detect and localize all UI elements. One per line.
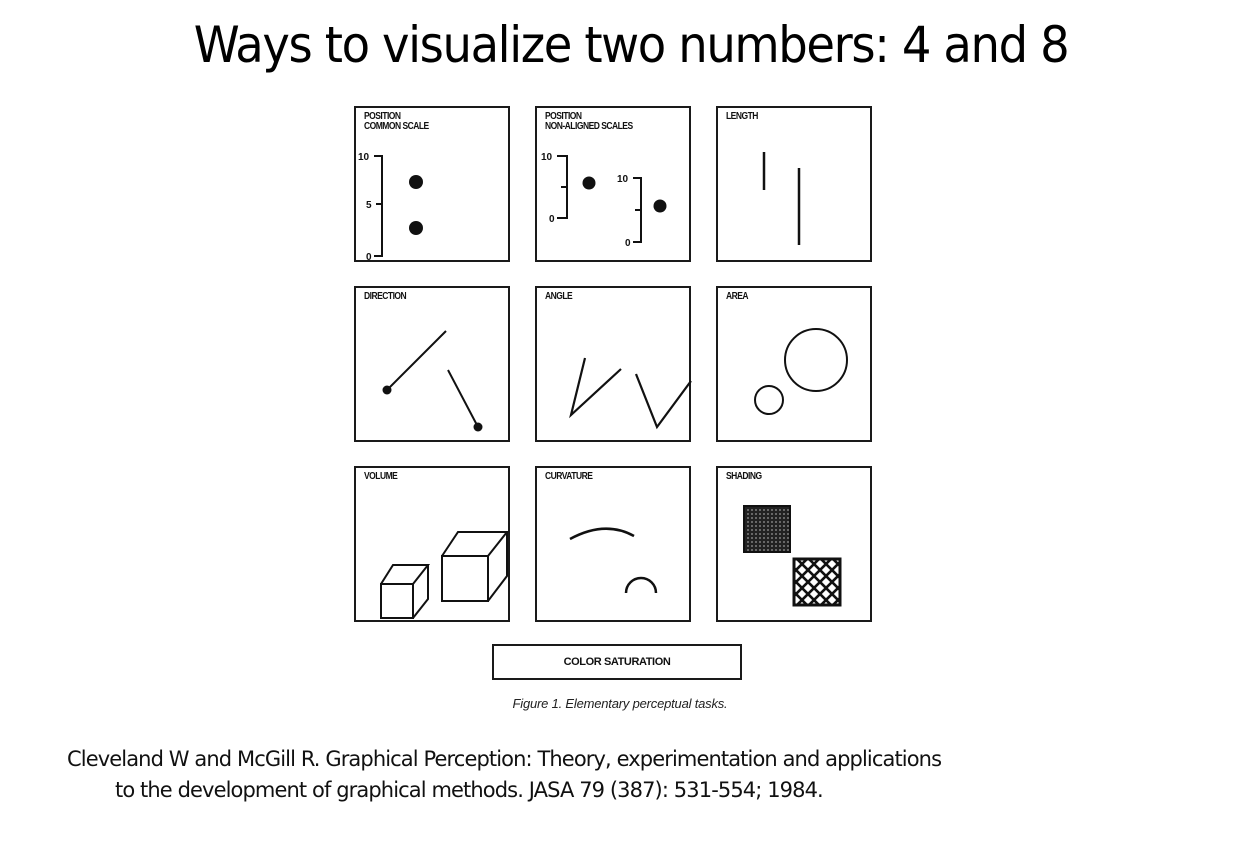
area-plot [754,328,848,415]
tick-0: 0 [366,252,372,263]
panel-area: AREA [716,286,872,442]
dot-8 [409,175,423,189]
svg-text:0: 0 [549,214,555,225]
citation-line-1: Cleveland W and McGill R. Graphical Perc… [67,747,942,771]
dot-4 [409,221,423,235]
panel-position-non-aligned: POSITION NON-ALIGNED SCALES 10 0 10 0 [535,106,691,262]
tick-5: 5 [366,200,372,211]
common-scale-plot: 10 5 0 [358,152,423,263]
slide-title: Ways to visualize two numbers: 4 and 8 [193,16,1070,74]
svg-text:10: 10 [617,174,629,185]
svg-text:10: 10 [541,152,553,163]
panel-label: POSITION NON-ALIGNED SCALES [545,111,633,132]
dot-right [653,199,667,213]
panel-label: POSITION COMMON SCALE [364,111,429,132]
color-saturation-box: COLOR SATURATION [492,644,742,680]
panel-length: LENGTH [716,106,872,262]
large-cube [441,531,510,602]
direction-plot [382,330,483,432]
shading-plot [743,505,842,607]
panel-volume: VOLUME [354,466,510,622]
panel-shading: SHADING [716,466,872,622]
figure-caption: Figure 1. Elementary perceptual tasks. [512,696,728,711]
dense-shaded-square [743,505,791,553]
dot-left [582,176,596,190]
panel-position-common-scale: POSITION COMMON SCALE 10 5 0 [354,106,510,263]
length-plot [762,152,801,245]
panel-angle: ANGLE [535,286,692,442]
non-aligned-scales-plot: 10 0 10 0 [541,152,667,249]
citation: Cleveland W and McGill R. Graphical Perc… [67,744,1227,806]
svg-text:0: 0 [625,238,631,249]
small-cube [380,564,431,619]
angle-plot [569,357,692,430]
citation-line-2: to the development of graphical methods.… [115,778,824,802]
panel-direction: DIRECTION [354,286,510,442]
hatched-square [792,557,842,607]
panel-curvature: CURVATURE [535,466,691,622]
perceptual-tasks-figure: POSITION COMMON SCALE 10 5 0 POSITION NO… [330,88,910,728]
tick-10: 10 [358,152,370,163]
curvature-plot [569,527,658,594]
volume-plot [380,531,510,619]
